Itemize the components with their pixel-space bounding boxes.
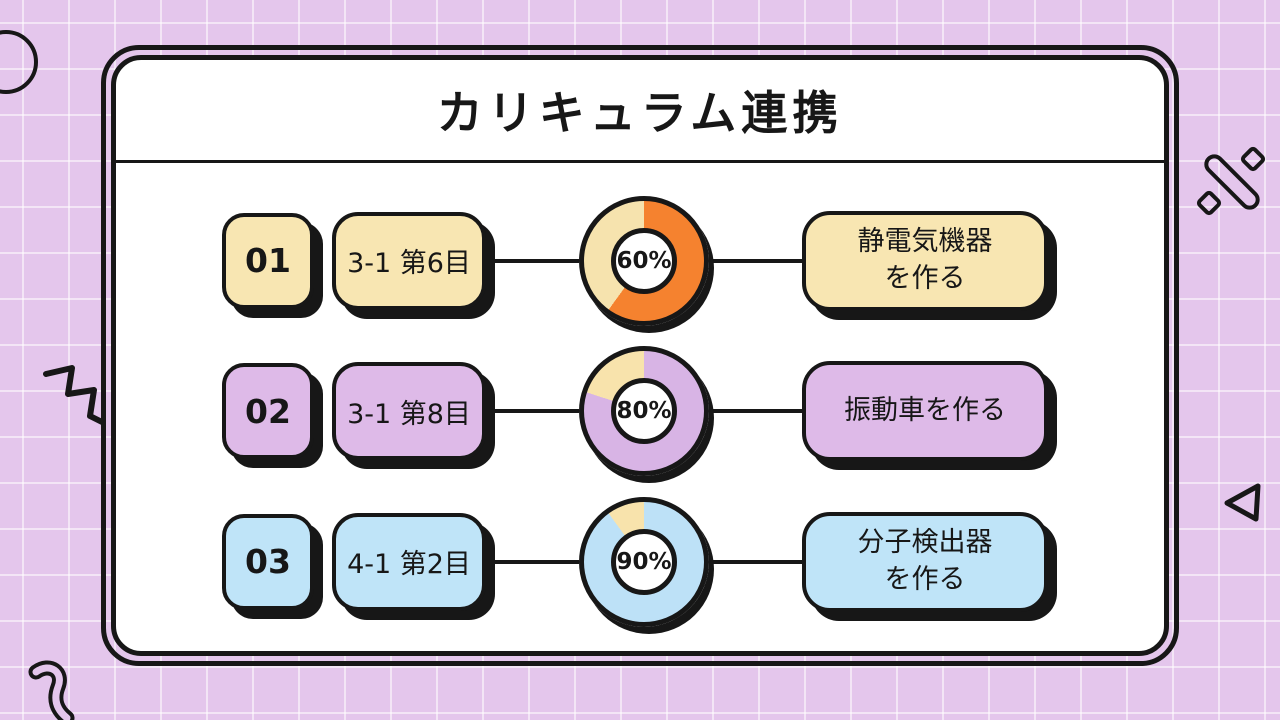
rows-container: 01 3-1 第6目 60% 静電気機器 を作る 02 3-1 第8目: [116, 163, 1164, 651]
percent-dot-icon: [1194, 188, 1224, 218]
triangle-outline-icon: [1224, 483, 1261, 522]
activity-box: 分子検出器 を作る: [802, 511, 1048, 612]
lesson-label-box: 3-1 第8目: [332, 362, 486, 460]
activity-line: 分子検出器: [857, 527, 993, 559]
curriculum-row-2: 02 3-1 第8目 80% 振動車を作る: [138, 344, 1136, 478]
curriculum-row-3: 03 4-1 第2目 90% 分子検出器 を作る: [138, 495, 1136, 629]
percent-dot-icon: [1238, 144, 1268, 174]
main-card: カリキュラム連携 01 3-1 第6目 60% 静電気機器 を作る: [101, 45, 1179, 666]
connector-line: [486, 258, 579, 263]
progress-donut: 60%: [579, 195, 709, 326]
curriculum-row-1: 01 3-1 第6目 60% 静電気機器 を作る: [138, 194, 1136, 328]
step-number-badge: 03: [222, 513, 314, 610]
percent-icon: [1194, 144, 1268, 218]
connector-line: [709, 559, 802, 564]
connector-line: [709, 258, 802, 263]
page-title: カリキュラム連携: [116, 60, 1164, 163]
activity-box: 静電気機器 を作る: [802, 210, 1048, 311]
step-number-badge: 01: [222, 212, 314, 309]
progress-donut: 90%: [579, 496, 709, 627]
lesson-label-box: 4-1 第2目: [332, 512, 486, 611]
curve-stroke-icon: [28, 660, 75, 720]
donut-percent-label: 80%: [611, 378, 677, 444]
connector-line: [486, 409, 579, 413]
connector-line: [709, 409, 802, 413]
activity-line: 振動車を作る: [844, 394, 1006, 426]
step-number-badge: 02: [222, 363, 314, 459]
donut-percent-label: 60%: [611, 227, 677, 294]
connector-line: [486, 559, 579, 564]
donut-percent-label: 90%: [611, 528, 677, 595]
activity-line: 静電気機器: [857, 226, 993, 258]
lesson-label-box: 3-1 第6目: [332, 211, 486, 310]
activity-box: 振動車を作る: [802, 361, 1048, 461]
zigzag-icon: [43, 365, 105, 425]
progress-donut: 80%: [579, 346, 709, 476]
circle-outline-icon: [0, 30, 38, 94]
card-inner: カリキュラム連携 01 3-1 第6目 60% 静電気機器 を作る: [111, 55, 1169, 656]
activity-line: を作る: [884, 262, 966, 294]
activity-line: を作る: [884, 563, 966, 595]
